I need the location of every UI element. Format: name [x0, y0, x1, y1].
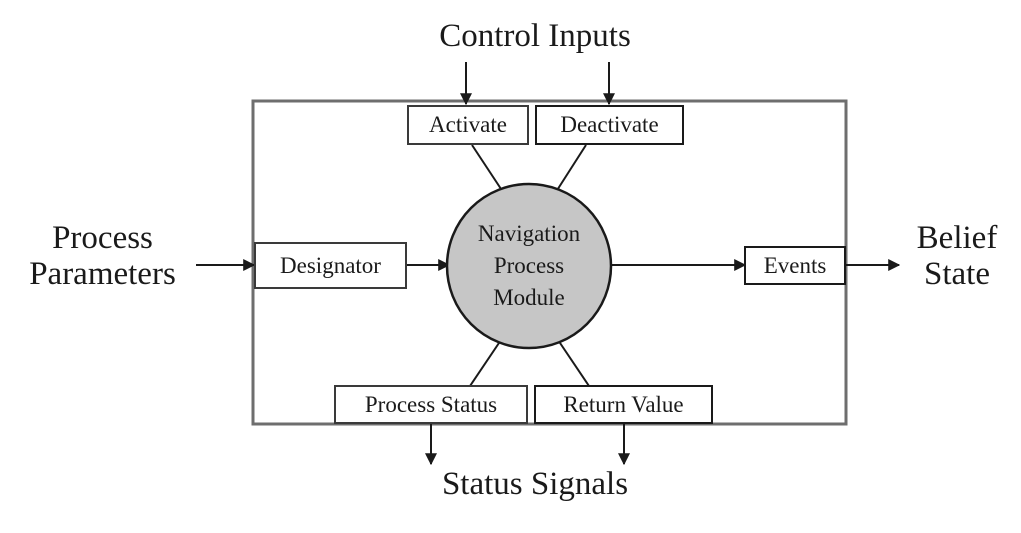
connector-module-to-return-value: [555, 336, 590, 387]
return-value-box[interactable]: [534, 385, 713, 424]
module-line-3: Module: [493, 285, 565, 310]
designator-label: Designator: [280, 252, 381, 278]
deactivate-box[interactable]: [535, 105, 684, 145]
activate-label: Activate: [429, 112, 507, 137]
status-signals-label: Status Signals: [441, 466, 629, 502]
events-label: Events: [763, 252, 827, 278]
process-status-box[interactable]: [334, 385, 528, 424]
belief-state-label: Belief State: [916, 220, 998, 292]
connector-module-to-process-status: [469, 336, 504, 387]
process-status-label: Process Status: [364, 391, 498, 417]
events-box[interactable]: [744, 246, 846, 285]
module-line-2: Process: [493, 253, 565, 278]
navigation-process-module-circle[interactable]: [445, 182, 613, 350]
connector-activate-to-module: [471, 144, 506, 196]
deactivate-label: Deactivate: [560, 112, 659, 137]
return-value-label: Return Value: [563, 391, 684, 417]
module-line-1: Navigation: [477, 221, 581, 246]
connector-deactivate-to-module: [553, 144, 587, 196]
designator-box[interactable]: [254, 242, 407, 289]
process-parameters-label: Process Parameters: [29, 220, 176, 292]
control-inputs-label: Control Inputs: [439, 18, 631, 54]
navigation-process-module-label: Navigation Process Module: [447, 184, 611, 348]
activate-box[interactable]: [407, 105, 529, 145]
